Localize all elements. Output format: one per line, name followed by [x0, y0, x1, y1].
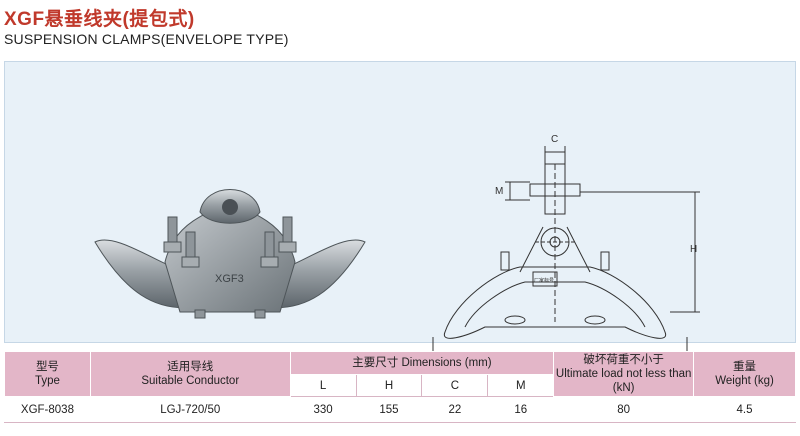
- photo-marking: XGF3: [215, 273, 244, 285]
- cell-l: 330: [289, 396, 357, 423]
- cell-load: 80: [553, 396, 695, 423]
- header-weight-en: Weight (kg): [715, 375, 774, 387]
- dim-m-label: M: [495, 186, 503, 197]
- cell-m: 16: [487, 396, 555, 423]
- clamp-drawing: C M 厂家标号 H L: [432, 134, 700, 384]
- header-conductor-cn: 适用导线: [167, 361, 214, 373]
- dim-h-label: H: [690, 244, 697, 255]
- header-type-cn: 型号: [35, 361, 59, 373]
- header-dim-m: M: [487, 374, 555, 397]
- header-conductor-en: Suitable Conductor: [141, 375, 240, 387]
- spec-table: 型号 Type 适用导线 Suitable Conductor 主要尺寸 Dim…: [4, 351, 796, 423]
- header-load-en: Ultimate load not less than (kN): [555, 368, 692, 394]
- header-conductor: 适用导线 Suitable Conductor: [89, 351, 291, 397]
- header-load: 破坏荷重不小于 Ultimate load not less than (kN): [553, 351, 695, 397]
- cell-weight: 4.5: [693, 396, 796, 423]
- header-weight-cn: 重量: [733, 361, 757, 373]
- cell-c: 22: [421, 396, 489, 423]
- cell-h: 155: [355, 396, 423, 423]
- header-type: 型号 Type: [4, 351, 91, 397]
- table-row: XGF-8038 LGJ-720/50 330 155 22 16 80 4.5: [4, 396, 796, 423]
- cell-type: XGF-8038: [4, 396, 91, 423]
- figure-panel: XGF3 C M 厂家标号: [4, 61, 796, 384]
- page-title-en: SUSPENSION CLAMPS(ENVELOPE TYPE): [4, 31, 289, 47]
- header-load-cn: 破坏荷重不小于: [583, 354, 664, 366]
- header-dimensions: 主要尺寸 Dimensions (mm): [289, 351, 555, 375]
- clamp-photo: XGF3: [94, 189, 366, 319]
- header-dim-h: H: [355, 374, 423, 397]
- cell-conductor: LGJ-720/50: [89, 396, 291, 423]
- header-weight: 重量 Weight (kg): [693, 351, 796, 397]
- drawing-plate-text: 厂家标号: [534, 277, 554, 284]
- header-dim-c: C: [421, 374, 489, 397]
- header-type-en: Type: [34, 375, 60, 387]
- page-title-cn: XGF悬垂线夹(提包式): [4, 9, 195, 30]
- header-dim-l: L: [289, 374, 357, 397]
- dim-c-label: C: [551, 134, 558, 145]
